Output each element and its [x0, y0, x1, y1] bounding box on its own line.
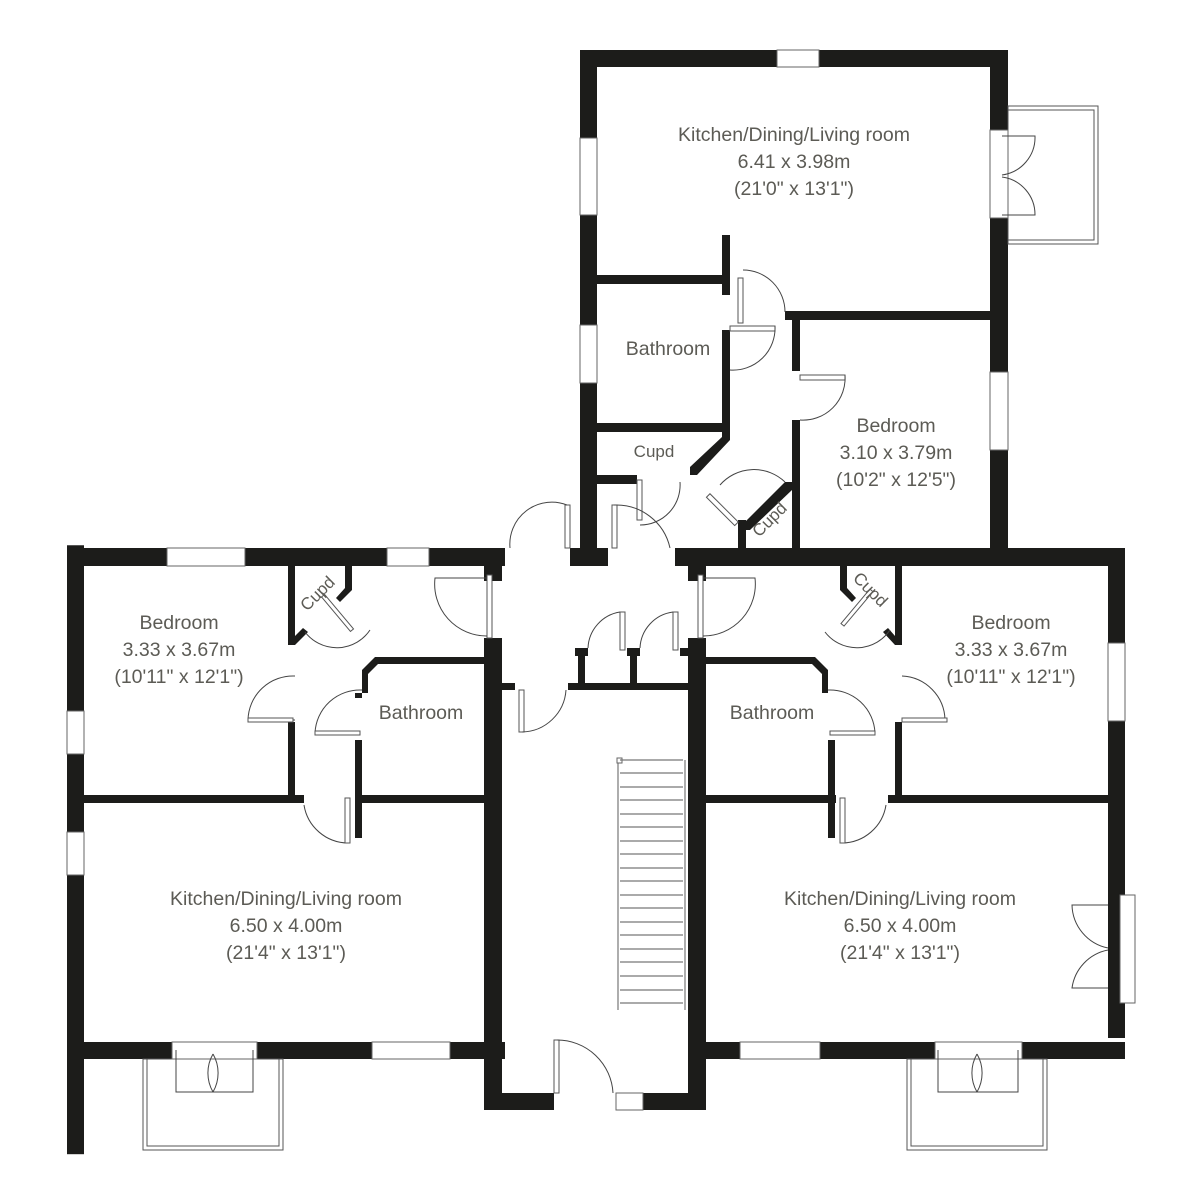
- window: [989, 371, 1009, 451]
- room-name: Bedroom: [139, 612, 219, 634]
- room-size-metric: 6.41 x 3.98m: [737, 151, 851, 173]
- room-size-metric: 3.10 x 3.79m: [839, 442, 953, 464]
- room-label-left-bathroom: Bathroom: [379, 700, 464, 727]
- window: [1107, 642, 1126, 722]
- room-label-right-kitchen: Kitchen/Dining/Living room 6.50 x 4.00m …: [784, 886, 1016, 967]
- room-label-top-kitchen: Kitchen/Dining/Living room 6.41 x 3.98m …: [678, 122, 910, 203]
- room-name: Kitchen/Dining/Living room: [678, 124, 910, 146]
- room-name: Bedroom: [856, 415, 936, 437]
- doors: [247, 269, 948, 1094]
- room-name: Kitchen/Dining/Living room: [170, 888, 402, 910]
- staircase: [616, 757, 686, 1010]
- window: [166, 547, 246, 567]
- room-size-metric: 3.33 x 3.67m: [954, 639, 1068, 661]
- room-size-imperial: (10'11" x 12'1"): [946, 666, 1076, 688]
- room-label-right-bedroom: Bedroom 3.33 x 3.67m (10'11" x 12'1"): [946, 610, 1075, 691]
- room-label-right-bathroom: Bathroom: [730, 700, 815, 727]
- balcony-left: [142, 1041, 284, 1151]
- room-size-imperial: (21'0" x 13'1"): [734, 178, 854, 200]
- room-name: Bathroom: [378, 702, 464, 724]
- room-name: Cupd: [633, 442, 675, 461]
- balcony-right: [906, 1041, 1048, 1151]
- room-name: Bedroom: [971, 612, 1051, 634]
- room-label-top-bathroom: Bathroom: [626, 336, 711, 363]
- window: [66, 710, 85, 755]
- room-label-left-kitchen: Kitchen/Dining/Living room 6.50 x 4.00m …: [170, 886, 402, 967]
- room-size-metric: 3.33 x 3.67m: [122, 639, 236, 661]
- window: [579, 137, 598, 216]
- window: [579, 324, 598, 384]
- window: [776, 49, 820, 68]
- window: [386, 547, 430, 567]
- french-doors-right: [1071, 894, 1136, 1004]
- room-size-imperial: (10'2" x 12'5"): [836, 469, 956, 491]
- room-label-top-bedroom: Bedroom 3.10 x 3.79m (10'2" x 12'5"): [836, 413, 956, 494]
- room-label-top-cupboard: Cupd: [634, 442, 675, 462]
- room-name: Bathroom: [729, 702, 815, 724]
- window: [739, 1041, 821, 1060]
- window: [371, 1041, 451, 1060]
- balcony-top: [989, 105, 1099, 245]
- window: [66, 831, 85, 876]
- room-size-imperial: (10'11" x 12'1"): [114, 666, 244, 688]
- room-size-imperial: (21'4" x 13'1"): [226, 942, 346, 964]
- room-name: Bathroom: [625, 338, 711, 360]
- room-name: Kitchen/Dining/Living room: [784, 888, 1016, 910]
- room-size-imperial: (21'4" x 13'1"): [840, 942, 960, 964]
- room-size-metric: 6.50 x 4.00m: [843, 915, 957, 937]
- room-size-metric: 6.50 x 4.00m: [229, 915, 343, 937]
- window: [615, 1092, 644, 1111]
- room-label-left-bedroom: Bedroom 3.33 x 3.67m (10'11" x 12'1"): [114, 610, 243, 691]
